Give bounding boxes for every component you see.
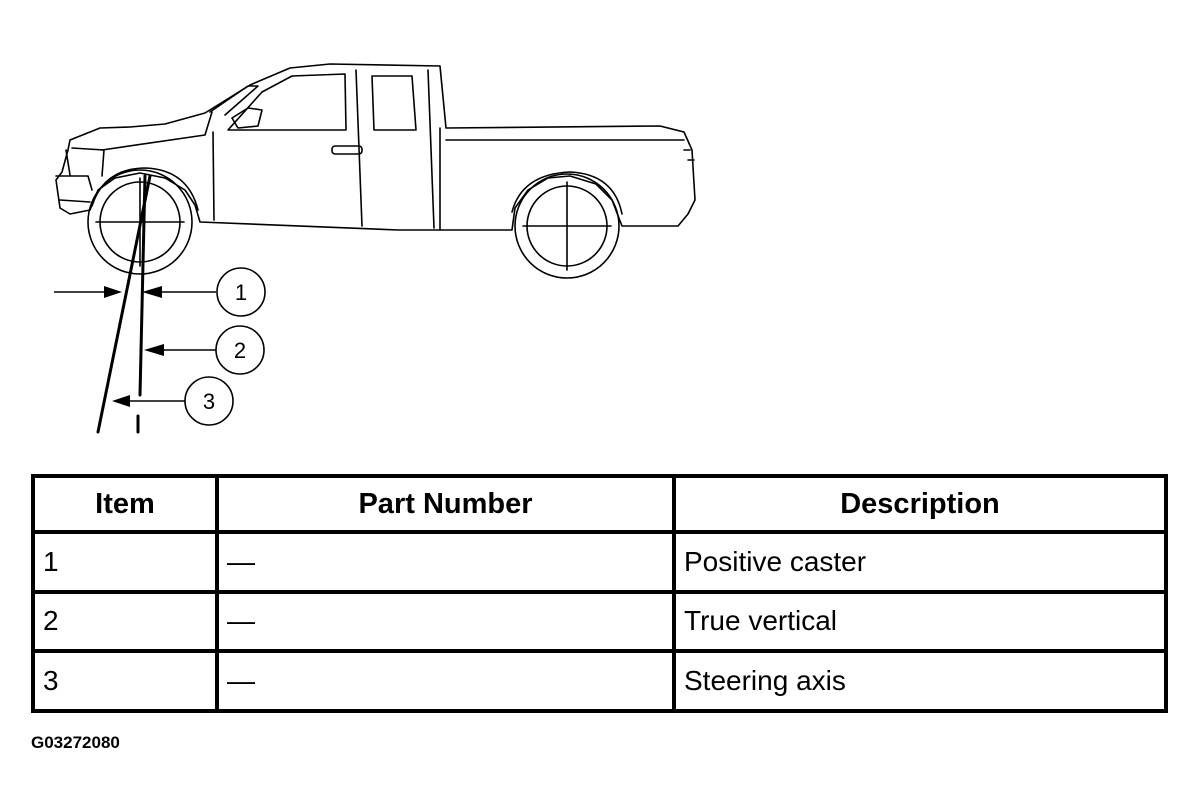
- rear-cab-window: [371, 75, 417, 131]
- side-mirror: [231, 107, 263, 129]
- front-bumper: [55, 175, 93, 203]
- arrow-3-head: [112, 395, 130, 407]
- arrow-1-right-head: [142, 286, 162, 298]
- svg-text:2: 2: [234, 338, 246, 363]
- header-item: Item: [31, 474, 219, 534]
- svg-text:1: 1: [235, 280, 247, 305]
- callout-1: 1: [216, 267, 266, 317]
- callout-3: 3: [184, 376, 234, 426]
- cell-description: Positive caster: [672, 530, 1168, 594]
- cell-part-number: —: [215, 649, 676, 713]
- cell-item: 1: [31, 530, 219, 594]
- truck-body-outline: [55, 63, 696, 231]
- cell-part-number: —: [215, 589, 676, 654]
- cell-description: True vertical: [672, 589, 1168, 654]
- arrow-2-head: [144, 344, 164, 356]
- cell-part-number: —: [215, 530, 676, 594]
- steering-axis-line: [96, 174, 152, 434]
- true-vertical-line: [138, 174, 147, 397]
- header-part-number: Part Number: [215, 474, 676, 534]
- rear-wheel-outer: [514, 173, 620, 279]
- figure-id: G03272080: [31, 733, 120, 752]
- callout-2: 2: [215, 325, 265, 375]
- arrow-1-left-head: [104, 286, 122, 298]
- table-row: 3 — Steering axis: [31, 649, 1168, 713]
- front-door-line: [212, 69, 435, 229]
- grille: [65, 147, 105, 177]
- truck-bed: [439, 127, 695, 231]
- cell-description: Steering axis: [672, 649, 1168, 713]
- table-row: 2 — True vertical: [31, 589, 1168, 654]
- cell-item: 3: [31, 649, 219, 713]
- truck-illustration: 1 2 3: [54, 63, 696, 434]
- front-door-window: [227, 73, 347, 131]
- rear-fender-arch: [511, 171, 623, 215]
- front-wheel-outer: [87, 169, 193, 275]
- header-description: Description: [672, 474, 1168, 534]
- door-handle: [331, 145, 363, 155]
- svg-text:3: 3: [203, 389, 215, 414]
- parts-table: Item Part Number Description 1 — Positiv…: [31, 474, 1168, 713]
- table-row: 1 — Positive caster: [31, 530, 1168, 594]
- cell-item: 2: [31, 589, 219, 654]
- caster-diagram: 1 2 3: [0, 0, 760, 440]
- rear-wheel-cross: [522, 181, 612, 271]
- hood-line: [101, 111, 213, 151]
- windshield: [209, 85, 259, 116]
- table-header-row: Item Part Number Description: [31, 474, 1168, 534]
